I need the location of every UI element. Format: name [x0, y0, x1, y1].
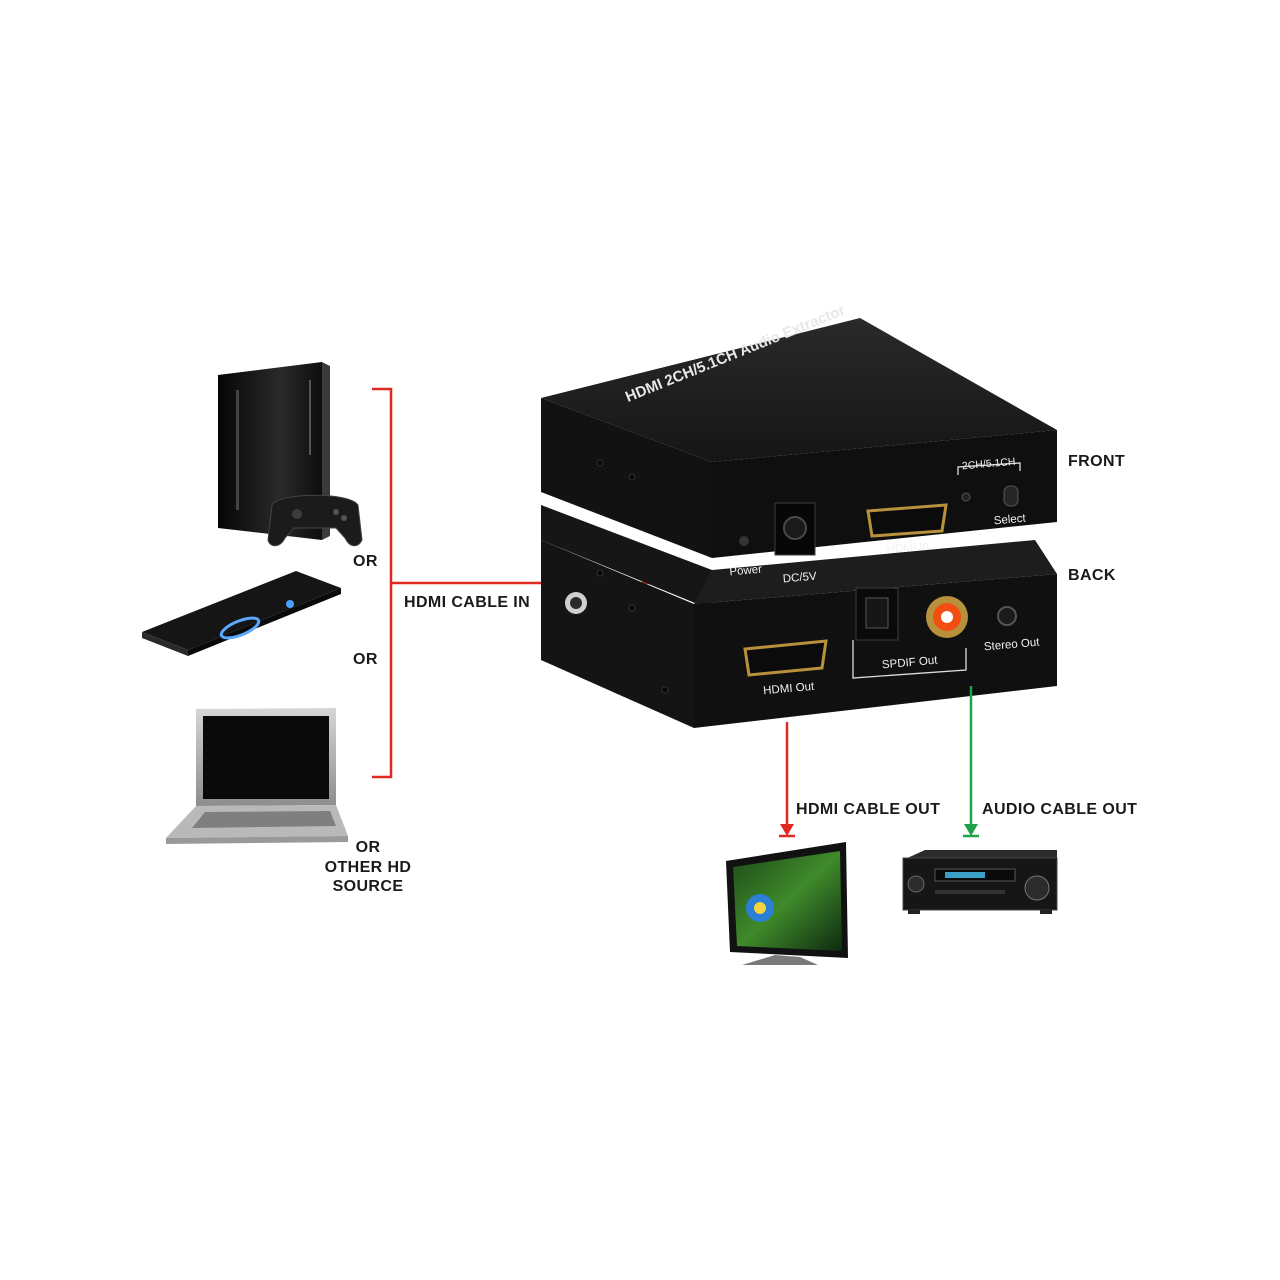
laptop-icon [166, 708, 348, 844]
power-label: Power [729, 564, 763, 579]
game-controller-icon [267, 494, 363, 547]
audio-receiver-icon [902, 850, 1058, 914]
audio-output-connector [963, 686, 979, 838]
mode-label: 2CH/5.1CH [961, 456, 1016, 473]
television-icon [726, 842, 848, 965]
hdmi-in-label: HDMI In [886, 540, 929, 556]
other-source-line-1: OR [355, 839, 381, 856]
media-player-icon [142, 571, 341, 656]
extractor-front-unit [541, 318, 1057, 558]
extractor-back-unit [541, 505, 1057, 728]
hdmi-out-label: HDMI Out [763, 681, 816, 697]
dc-label: DC/5V [782, 571, 817, 586]
hdmi-output-connector [779, 722, 795, 838]
or-label-1: OR [353, 553, 378, 570]
other-source-line-2: OTHER HD [324, 858, 412, 876]
spdif-out-label: SPDIF Out [882, 655, 939, 672]
hdmi-cable-out-label: HDMI CABLE OUT [796, 801, 941, 818]
or-label-2: OR [353, 651, 378, 668]
hdmi-cable-in-label: HDMI CABLE IN [404, 594, 531, 611]
back-title: BACK [1068, 567, 1116, 584]
select-label: Select [993, 513, 1027, 528]
audio-cable-out-label: AUDIO CABLE OUT [982, 801, 1138, 818]
front-title: FRONT [1068, 453, 1126, 470]
stereo-out-label: Stereo Out [984, 637, 1041, 654]
other-source-label: OR OTHER HD SOURCE [310, 838, 426, 897]
other-source-line-3: SOURCE [332, 878, 404, 895]
